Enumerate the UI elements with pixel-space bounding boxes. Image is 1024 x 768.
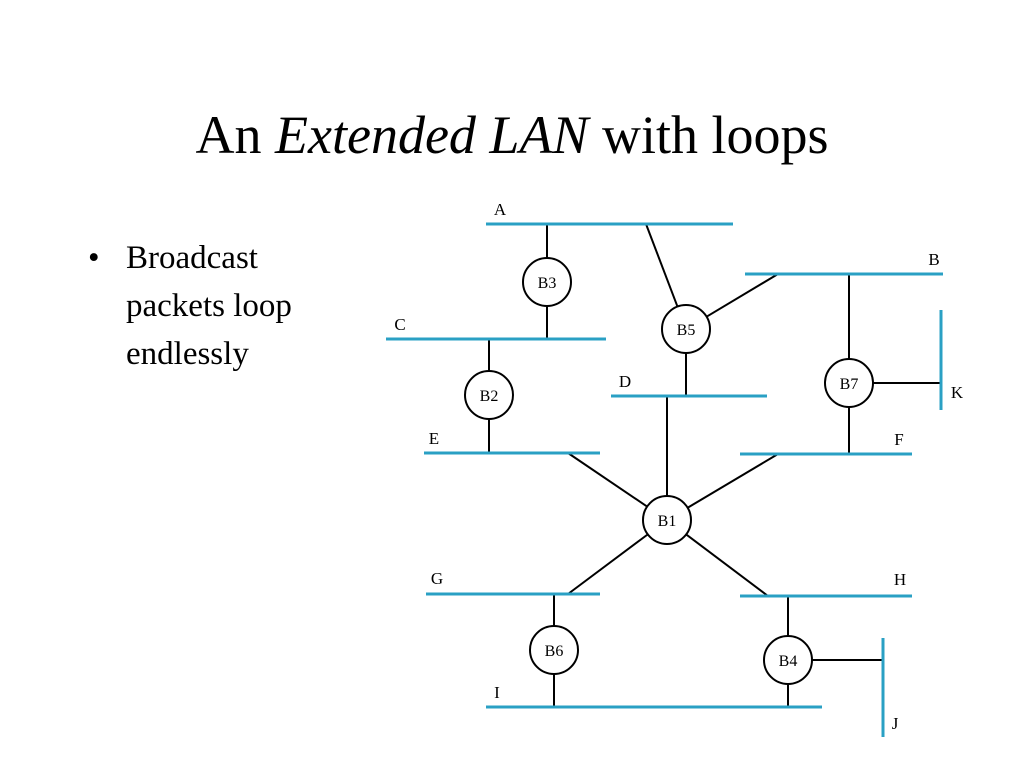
bridge-node-b1	[642, 495, 692, 545]
links-layer	[488, 223, 941, 707]
bridge-node-b5	[661, 304, 711, 354]
lan-label-i: I	[494, 683, 500, 702]
lan-label-h: H	[894, 570, 906, 589]
link-b1-f	[687, 453, 779, 509]
link-b1-g	[567, 533, 649, 595]
bridge-label-b1: B1	[658, 513, 677, 530]
bridge-label-b3: B3	[538, 275, 557, 292]
title-prefix: An	[195, 105, 276, 165]
link-b1-h	[685, 533, 769, 597]
bridge-label-b6: B6	[545, 643, 564, 660]
bridge-node-b7	[824, 358, 874, 408]
lan-label-d: D	[619, 372, 631, 391]
title-suffix: with loops	[588, 105, 829, 165]
lan-label-c: C	[394, 315, 405, 334]
bridge-node-b6	[529, 625, 579, 675]
link-b5-b	[706, 273, 779, 318]
bridge-label-b5: B5	[677, 322, 696, 339]
link-b5-a	[645, 223, 679, 307]
lan-label-j: J	[892, 714, 899, 733]
bridge-label-b7: B7	[840, 376, 859, 393]
bridge-label-b4: B4	[779, 653, 798, 670]
link-b1-e	[567, 452, 648, 508]
bullet-list: • Broadcast packets loop endlessly	[88, 234, 348, 378]
bullet-text: Broadcast packets loop endlessly	[126, 240, 292, 372]
lan-label-b: B	[928, 250, 939, 269]
lans-layer: A B C D E F G H I J K	[386, 200, 964, 737]
lan-label-f: F	[894, 430, 903, 449]
bullet-marker: •	[88, 240, 100, 276]
bridge-node-b4	[763, 635, 813, 685]
lan-label-k: K	[951, 383, 964, 402]
lan-label-e: E	[429, 429, 439, 448]
title-emphasis: Extended LAN	[275, 105, 589, 165]
lan-label-a: A	[494, 200, 507, 219]
bullet-item: • Broadcast packets loop endlessly	[88, 234, 348, 378]
bridge-node-b3	[522, 257, 572, 307]
bridge-node-b2	[464, 370, 514, 420]
bridge-label-b2: B2	[480, 388, 499, 405]
slide-title: An Extended LAN with loops	[0, 100, 1024, 170]
lan-label-g: G	[431, 569, 443, 588]
